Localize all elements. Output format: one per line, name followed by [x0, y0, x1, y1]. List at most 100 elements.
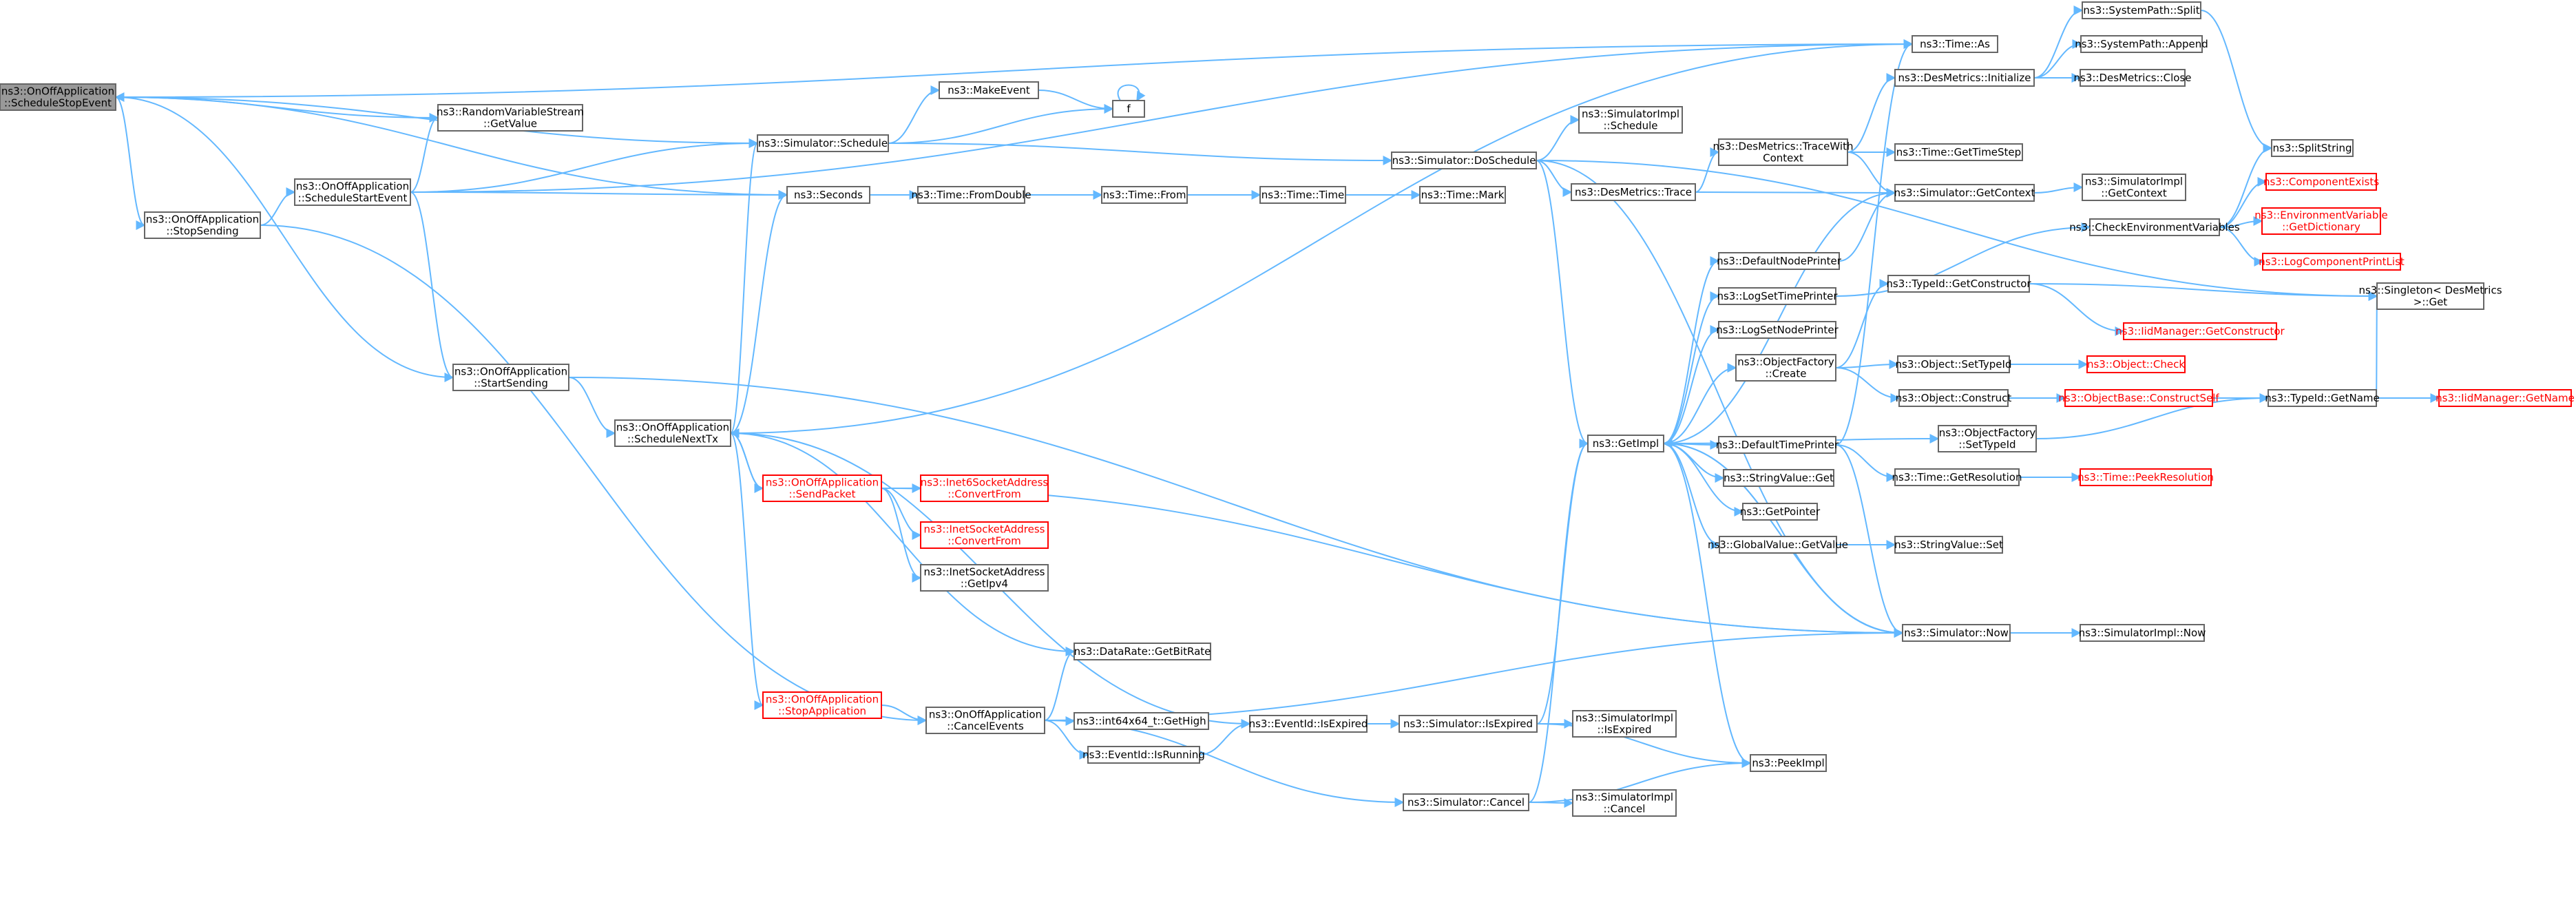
- function-node-dmi[interactable]: ns3::DesMetrics::Initialize: [1894, 69, 2035, 87]
- function-node-sst[interactable]: ns3::OnOffApplication::ScheduleStartEven…: [294, 178, 411, 206]
- function-node-dgb[interactable]: ns3::DataRate::GetBitRate: [1074, 643, 1211, 660]
- function-node-scn[interactable]: ns3::Simulator::Cancel: [1403, 793, 1529, 811]
- function-node-sp[interactable]: ns3::OnOffApplication::SendPacket: [762, 474, 882, 502]
- node-label: ns3::Simulator::IsExpired: [1403, 718, 1533, 730]
- node-label: ns3::Seconds: [794, 189, 863, 201]
- node-box: [1249, 715, 1368, 733]
- call-edge: [1536, 160, 1589, 448]
- call-edge: [1835, 444, 1896, 482]
- node-box: [1587, 435, 1664, 452]
- function-node-gi[interactable]: ns3::GetImpl: [1587, 435, 1664, 452]
- function-node-mke[interactable]: ns3::MakeEvent: [939, 81, 1039, 99]
- node-label: ns3::ObjectFactory: [1939, 427, 2036, 439]
- function-node-igh[interactable]: ns3::int64x64_t::GetHigh: [1074, 712, 1209, 730]
- function-node-lsnp[interactable]: ns3::LogSetNodePrinter: [1716, 321, 1839, 339]
- function-node-tgc[interactable]: ns3::TypeId::GetConstructor: [1886, 275, 2031, 293]
- function-node-imgc[interactable]: ns3::IidManager::GetConstructor: [2115, 322, 2285, 340]
- function-node-pi[interactable]: ns3::PeekImpl: [1750, 754, 1827, 772]
- node-box: [1894, 143, 2023, 161]
- function-node-eie[interactable]: ns3::EventId::IsExpired: [1249, 715, 1368, 733]
- function-node-tt[interactable]: ns3::Time::Time: [1259, 186, 1346, 204]
- function-node-evg[interactable]: ns3::EnvironmentVariable::GetDictionary: [2254, 207, 2388, 235]
- function-node-dtp[interactable]: ns3::DefaultTimePrinter: [1716, 436, 1839, 454]
- function-node-tgn[interactable]: ns3::TypeId::GetName: [2265, 389, 2380, 407]
- node-label: ns3::DataRate::GetBitRate: [1074, 645, 1211, 658]
- function-node-sie[interactable]: ns3::Simulator::IsExpired: [1399, 715, 1538, 733]
- edge-layer: [114, 6, 2440, 808]
- call-edge: [2033, 39, 2082, 79]
- function-node-sis[interactable]: ns3::SimulatorImpl::Schedule: [1578, 106, 1683, 134]
- function-node-i6[interactable]: ns3::Inet6SocketAddress::ConvertFrom: [920, 474, 1049, 502]
- function-node-ost[interactable]: ns3::Object::SetTypeId: [1896, 355, 2012, 373]
- function-node-och[interactable]: ns3::Object::Check: [2086, 355, 2186, 373]
- node-label: ns3::GetPointer: [1740, 505, 1821, 518]
- function-node-cex[interactable]: ns3::ComponentExists: [2263, 173, 2379, 191]
- function-node-gvg[interactable]: ns3::GlobalValue::GetValue: [1708, 536, 1848, 554]
- function-node-gp[interactable]: ns3::GetPointer: [1740, 503, 1821, 521]
- function-node-spapp[interactable]: ns3::SystemPath::Append: [2075, 35, 2208, 53]
- node-box: [2080, 624, 2205, 642]
- function-node-dos[interactable]: ns3::Simulator::DoSchedule: [1391, 152, 1537, 169]
- function-node-imgn[interactable]: ns3::IidManager::GetName: [2436, 389, 2575, 407]
- function-node-cev[interactable]: ns3::CheckEnvironmentVariables: [2069, 218, 2240, 236]
- function-node-sps[interactable]: ns3::SplitString: [2271, 139, 2354, 157]
- function-node-snt[interactable]: ns3::OnOffApplication::ScheduleNextTx: [614, 419, 731, 447]
- function-node-sgc[interactable]: ns3::Simulator::GetContext: [1894, 184, 2035, 202]
- call-edge: [2219, 143, 2273, 228]
- call-edge: [2219, 216, 2263, 228]
- node-box: [920, 521, 1049, 549]
- function-node-dmt[interactable]: ns3::DesMetrics::Trace: [1571, 183, 1696, 201]
- function-node-dnp[interactable]: ns3::DefaultNodePrinter: [1717, 252, 1842, 270]
- function-node-i4g[interactable]: ns3::InetSocketAddress::GetIpv4: [920, 564, 1049, 592]
- call-edge: [2029, 283, 2125, 336]
- node-label: ns3::ComponentExists: [2263, 176, 2379, 188]
- function-node-obcs[interactable]: ns3::ObjectBase::ConstructSelf: [2058, 389, 2219, 407]
- function-node-tpr[interactable]: ns3::Time::PeekResolution: [2077, 468, 2214, 486]
- function-node-eir[interactable]: ns3::EventId::IsRunning: [1082, 746, 1205, 764]
- function-node-tm[interactable]: ns3::Time::Mark: [1419, 186, 1506, 204]
- call-edge: [568, 377, 616, 438]
- function-node-ofc[interactable]: ns3::ObjectFactory::Create: [1735, 354, 1836, 382]
- node-label: ns3::DefaultTimePrinter: [1716, 439, 1839, 451]
- call-edge: [1117, 84, 1146, 102]
- function-node-ss[interactable]: ns3::OnOffApplication::StopSending: [144, 211, 261, 239]
- function-node-sigc[interactable]: ns3::SimulatorImpl::GetContext: [2082, 174, 2186, 201]
- node-box: [1718, 436, 1836, 454]
- node-box: [2262, 253, 2401, 271]
- function-node-ce[interactable]: ns3::OnOffApplication::CancelEvents: [925, 707, 1045, 734]
- call-edge: [2029, 283, 2378, 301]
- function-node-sts[interactable]: ns3::OnOffApplication::StartSending: [452, 364, 569, 391]
- function-node-sn[interactable]: ns3::Simulator::Now: [1902, 624, 2011, 642]
- function-node-lcpl[interactable]: ns3::LogComponentPrintList: [2259, 253, 2405, 271]
- function-node-sin[interactable]: ns3::SimulatorImpl::Now: [2079, 624, 2206, 642]
- function-node-oco[interactable]: ns3::Object::Construct: [1896, 389, 2012, 407]
- node-box: [1718, 287, 1836, 305]
- function-node-dmc[interactable]: ns3::DesMetrics::Close: [2074, 69, 2192, 87]
- function-node-sa[interactable]: ns3::OnOffApplication::StopApplication: [762, 691, 882, 719]
- node-box: [2089, 218, 2220, 236]
- call-edge: [1536, 160, 1904, 638]
- function-node-tgr[interactable]: ns3::Time::GetResolution: [1892, 468, 2022, 486]
- function-node-spsplit[interactable]: ns3::SystemPath::Split: [2082, 1, 2201, 19]
- function-node-tas[interactable]: ns3::Time::As: [1912, 35, 1998, 53]
- function-node-svg[interactable]: ns3::StringValue::Get: [1723, 469, 1834, 487]
- call-edge: [115, 39, 1914, 98]
- node-box: [1742, 503, 1818, 521]
- function-node-sic[interactable]: ns3::SimulatorImpl::Cancel: [1572, 789, 1677, 817]
- function-node-sec[interactable]: ns3::Seconds: [786, 186, 870, 204]
- node-label: ns3::Object::Construct: [1896, 392, 2012, 404]
- function-node-svs[interactable]: ns3::StringValue::Set: [1894, 536, 2003, 554]
- function-node-tfr[interactable]: ns3::Time::From: [1101, 186, 1188, 204]
- function-node-sse[interactable]: ns3::OnOffApplication::ScheduleStopEvent: [0, 83, 116, 111]
- function-node-tgs[interactable]: ns3::Time::GetTimeStep: [1894, 143, 2023, 161]
- function-node-lstp[interactable]: ns3::LogSetTimePrinter: [1717, 287, 1838, 305]
- function-node-siie[interactable]: ns3::SimulatorImpl::IsExpired: [1572, 710, 1677, 738]
- function-node-rvs[interactable]: ns3::RandomVariableStream::GetValue: [437, 104, 584, 132]
- function-node-f[interactable]: f: [1112, 100, 1145, 118]
- function-node-fd[interactable]: ns3::Time::FromDouble: [911, 186, 1032, 204]
- function-node-ofst[interactable]: ns3::ObjectFactory::SetTypeId: [1938, 425, 2037, 452]
- function-node-sng[interactable]: ns3::Singleton< DesMetrics >::Get: [2358, 282, 2502, 310]
- function-node-sch[interactable]: ns3::Simulator::Schedule: [757, 134, 889, 152]
- function-node-i4[interactable]: ns3::InetSocketAddress::ConvertFrom: [920, 521, 1049, 549]
